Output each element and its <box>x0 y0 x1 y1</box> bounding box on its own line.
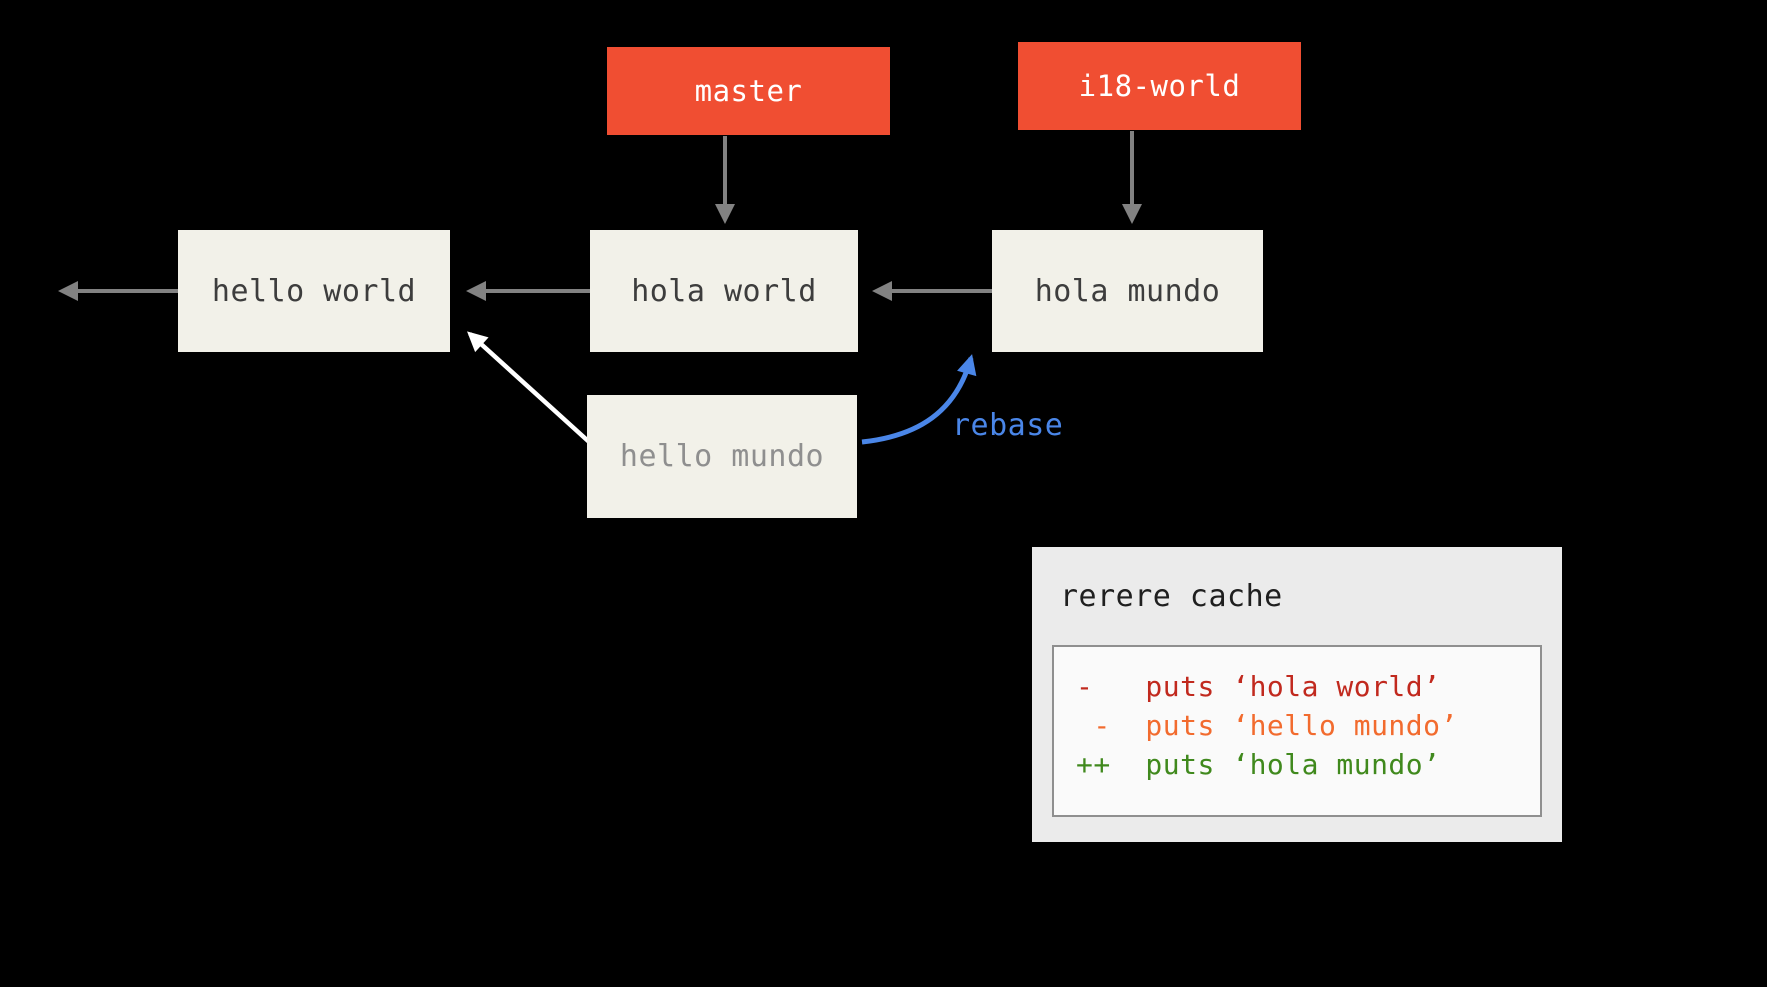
rerere-cache-title: rerere cache <box>1060 579 1283 614</box>
commit-box-hola-mundo: hola mundo <box>992 230 1263 352</box>
rerere-cache-diff-box: - puts ‘hola world’ - puts ‘hello mundo’… <box>1052 645 1542 817</box>
rerere-cache-panel: rerere cache - puts ‘hola world’ - puts … <box>1032 547 1562 842</box>
diff-line-removed-hola-world: - puts ‘hola world’ <box>1076 670 1441 703</box>
commit-box-hola-world: hola world <box>590 230 858 352</box>
rebase-annotation-label: rebase <box>952 408 1064 443</box>
diff-line-removed-hello-mundo: - puts ‘hello mundo’ <box>1076 709 1458 742</box>
commit-box-hello-world: hello world <box>178 230 450 352</box>
branch-label-master: master <box>607 47 890 135</box>
commit-box-hello-mundo: hello mundo <box>587 395 857 518</box>
diff-line-added-hola-mundo: ++ puts ‘hola mundo’ <box>1076 748 1441 781</box>
branch-label-i18-world: i18-world <box>1018 42 1301 130</box>
arrow-hello-mundo-to-hello-world <box>467 331 600 452</box>
